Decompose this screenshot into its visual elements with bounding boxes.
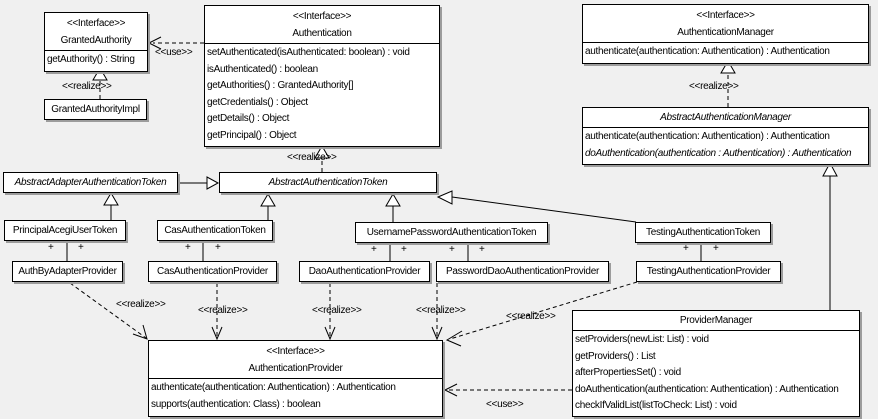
class-method: getPrincipal() : Object bbox=[207, 129, 297, 141]
class-stereotype: <<Interface>> bbox=[66, 18, 126, 29]
class-name: CasAuthenticationToken bbox=[164, 225, 266, 236]
use-label: <<use>> bbox=[486, 399, 524, 410]
class-name: AuthByAdapterProvider bbox=[18, 266, 117, 277]
class-box-abstract-authentication-token: AbstractAuthenticationToken bbox=[219, 172, 437, 193]
association-plus: + bbox=[713, 243, 719, 254]
class-name: PrincipalAcegiUserToken bbox=[12, 225, 118, 236]
class-name: TestingAuthenticationProvider bbox=[646, 266, 771, 277]
class-method: setAuthenticated(isAuthenticated: boolea… bbox=[207, 47, 410, 58]
class-method: isAuthenticated() : boolean bbox=[207, 63, 318, 75]
realize-label: <<realize>> bbox=[689, 81, 739, 92]
class-box-granted-authority-impl: GrantedAuthorityImpl bbox=[44, 99, 147, 120]
class-box-testing-authentication-token: TestingAuthenticationToken bbox=[635, 222, 771, 243]
association-plus: + bbox=[683, 243, 689, 254]
edge-gen-testingauthenticationtoken bbox=[436, 190, 637, 223]
class-method: getAuthority() : String bbox=[47, 54, 135, 65]
class-box-granted-authority: <<Interface>> GrantedAuthority getAuthor… bbox=[44, 12, 148, 72]
class-name: Authentication bbox=[292, 28, 352, 39]
class-name: AuthenticationManager bbox=[677, 27, 774, 38]
class-method: setProviders(newList: List) : void bbox=[575, 334, 709, 345]
class-box-abstract-adapter-authentication-token: AbstractAdapterAuthenticationToken bbox=[3, 172, 178, 193]
class-box-authentication-manager: <<Interface>> AuthenticationManager auth… bbox=[582, 4, 869, 64]
class-box-dao-authentication-provider: DaoAuthenticationProvider bbox=[299, 261, 430, 282]
realize-label: <<realize>> bbox=[116, 299, 166, 310]
class-stereotype: <<Interface>> bbox=[292, 11, 352, 22]
class-box-provider-manager: ProviderManager setProviders(newList: Li… bbox=[572, 310, 860, 417]
class-method: getCredentials() : Object bbox=[207, 96, 308, 108]
class-name: GrantedAuthority bbox=[60, 35, 132, 46]
realize-label: <<realize>> bbox=[506, 311, 556, 322]
class-box-authentication: <<Interface>> Authentication setAuthenti… bbox=[204, 5, 440, 147]
class-method: authenticate(authentication: Authenticat… bbox=[585, 131, 830, 142]
class-name: PasswordDaoAuthenticationProvider bbox=[446, 266, 599, 277]
class-name: ProviderManager bbox=[679, 315, 753, 326]
class-box-principal-acegi-user-token: PrincipalAcegiUserToken bbox=[4, 220, 126, 241]
class-name: AbstractAuthenticationManager bbox=[660, 112, 791, 123]
class-method: authenticate(authentication: Authenticat… bbox=[151, 382, 396, 393]
class-method: afterPropertiesSet() : void bbox=[575, 367, 681, 378]
class-method: authenticate(authentication: Authenticat… bbox=[585, 46, 830, 57]
edge-gen-abstractadapter-abstracttoken bbox=[178, 176, 220, 190]
realize-label: <<realize>> bbox=[62, 81, 112, 92]
edge-gen-providermanager bbox=[822, 161, 838, 310]
class-name: GrantedAuthorityImpl bbox=[51, 104, 140, 115]
association-plus: + bbox=[48, 242, 54, 253]
class-method: supports(authentication: Class) : boolea… bbox=[151, 398, 321, 410]
class-stereotype: <<Interface>> bbox=[266, 346, 325, 357]
association-plus: + bbox=[371, 244, 377, 255]
class-box-password-dao-authentication-provider: PasswordDaoAuthenticationProvider bbox=[436, 261, 609, 282]
class-stereotype: <<Interface>> bbox=[696, 10, 755, 21]
class-name: AuthenticationProvider bbox=[248, 363, 343, 374]
class-name: AbstractAuthenticationToken bbox=[268, 177, 388, 188]
realize-label: <<realize>> bbox=[416, 305, 466, 316]
class-name: TestingAuthenticationToken bbox=[646, 227, 760, 238]
realize-label: <<realize>> bbox=[287, 152, 337, 163]
class-box-abstract-authentication-manager: AbstractAuthenticationManager authentica… bbox=[582, 107, 869, 165]
class-box-username-password-authentication-token: UsernamePasswordAuthenticationToken bbox=[355, 222, 548, 243]
class-name: DaoAuthenticationProvider bbox=[308, 266, 421, 277]
realize-label: <<realize>> bbox=[312, 305, 362, 316]
class-box-authentication-provider: <<Interface>> AuthenticationProvider aut… bbox=[148, 340, 443, 417]
association-plus: + bbox=[185, 242, 191, 253]
class-method: getDetails() : Object bbox=[207, 113, 290, 124]
edge-gen-usernamepasswordtoken bbox=[385, 193, 401, 222]
class-method: doAuthentication(authentication: Authent… bbox=[575, 383, 839, 395]
class-method: getProviders() : List bbox=[575, 350, 656, 362]
edge-gen-principalacegiusertoken bbox=[103, 192, 119, 220]
association-plus: + bbox=[479, 244, 485, 255]
association-plus: + bbox=[215, 242, 221, 253]
class-box-auth-by-adapter-provider: AuthByAdapterProvider bbox=[12, 261, 123, 282]
association-plus: + bbox=[78, 242, 84, 253]
class-box-cas-authentication-token: CasAuthenticationToken bbox=[157, 220, 273, 241]
class-method-abstract: doAuthentication(authentication : Authen… bbox=[585, 147, 852, 159]
class-name: UsernamePasswordAuthenticationToken bbox=[366, 227, 537, 238]
edge-use-providermanager-authenticationprovider bbox=[443, 383, 572, 397]
edge-gen-casauthenticationtoken bbox=[260, 193, 276, 220]
use-label: <<use>> bbox=[155, 47, 193, 58]
edge-realize-authbyadapterprovider bbox=[69, 282, 148, 340]
association-plus: + bbox=[449, 244, 455, 255]
class-method: checkIfValidList(listToCheck: List) : vo… bbox=[575, 400, 737, 411]
realize-label: <<realize>> bbox=[198, 305, 248, 316]
class-name: AbstractAdapterAuthenticationToken bbox=[14, 177, 167, 188]
class-name: CasAuthenticationProvider bbox=[157, 266, 268, 277]
class-method: getAuthorities() : GrantedAuthority[] bbox=[207, 80, 354, 91]
association-plus: + bbox=[401, 244, 407, 255]
class-box-cas-authentication-provider: CasAuthenticationProvider bbox=[148, 261, 277, 282]
class-box-testing-authentication-provider: TestingAuthenticationProvider bbox=[636, 261, 781, 282]
